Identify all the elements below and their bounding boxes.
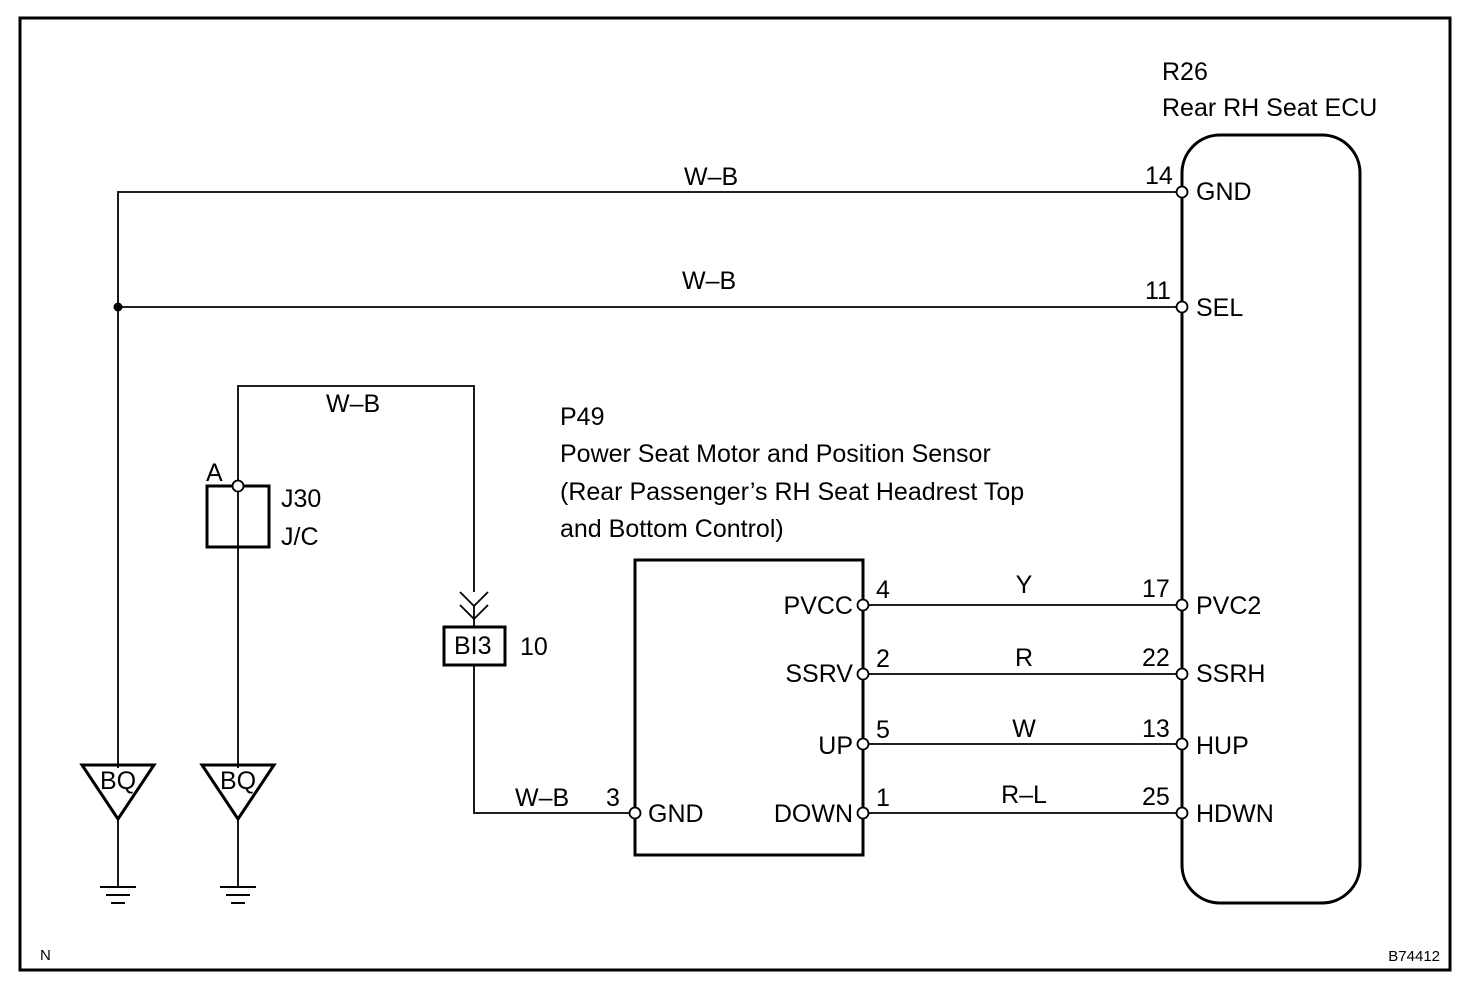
sensor-name-line1: Power Seat Motor and Position Sensor: [560, 440, 991, 468]
sensor-terminal-ssrv: [856, 667, 870, 681]
ecu-pin-hdwn-num: 25: [1142, 783, 1170, 811]
connector-code: BI3: [454, 632, 492, 660]
frame-corner-left: N: [40, 947, 51, 964]
wire-sel-color: W–B: [682, 267, 736, 295]
wire-down-color: R–L: [1001, 781, 1047, 809]
sensor-pin-pvcc-name: PVCC: [784, 592, 853, 620]
sensor-pin-down-name: DOWN: [774, 800, 853, 828]
sensor-terminal-gnd: [628, 806, 642, 820]
ecu-pin-hdwn-name: HDWN: [1196, 800, 1274, 828]
connector-pin: 10: [520, 633, 548, 661]
ecu-pin-gnd-name: GND: [1196, 178, 1252, 206]
ground-point-left-label: BQ: [100, 767, 136, 795]
wire-jc-loop: [237, 385, 475, 592]
wire-ssrv-color: R: [1015, 644, 1033, 672]
wire-gnd-top: [117, 191, 1177, 768]
ecu-terminal-hdwn: [1175, 806, 1189, 820]
sensor-terminal-down: [856, 806, 870, 820]
ecu-pin-gnd-num: 14: [1145, 162, 1173, 190]
ecu-terminal-hup: [1175, 737, 1189, 751]
ecu-pin-ssrh-name: SSRH: [1196, 660, 1265, 688]
splice-dot: [113, 302, 123, 312]
ecu-name: Rear RH Seat ECU: [1162, 94, 1377, 122]
connector-chevron-upper: [459, 591, 489, 608]
sensor-terminal-pvcc: [856, 598, 870, 612]
ecu-pin-ssrh-num: 22: [1142, 644, 1170, 672]
ecu-pin-pvc2-num: 17: [1142, 575, 1170, 603]
ground-point-middle-label: BQ: [220, 767, 256, 795]
sensor-terminal-up: [856, 737, 870, 751]
ecu-pin-pvc2-name: PVC2: [1196, 592, 1261, 620]
wire-sensor-gnd: [473, 665, 630, 814]
sensor-pin-up-name: UP: [818, 732, 853, 760]
ecu-box: [1180, 133, 1362, 905]
ecu-terminal-sel: [1175, 300, 1189, 314]
sensor-pin-gnd-name: GND: [648, 800, 704, 828]
ecu-code: R26: [1162, 58, 1208, 86]
junction-terminal-label: A: [206, 459, 223, 487]
ecu-pin-hup-num: 13: [1142, 715, 1170, 743]
sensor-pin-up-num: 5: [876, 716, 890, 744]
sensor-code: P49: [560, 403, 604, 431]
sensor-pin-gnd-num: 3: [606, 784, 620, 812]
ecu-pin-hup-name: HUP: [1196, 732, 1249, 760]
sensor-pin-ssrv-name: SSRV: [785, 660, 853, 688]
sensor-name-line3: and Bottom Control): [560, 515, 784, 543]
wire-jc-loop-color: W–B: [326, 390, 380, 418]
sensor-name-line2: (Rear Passenger’s RH Seat Headrest Top: [560, 478, 1024, 506]
sensor-box: [633, 558, 865, 857]
frame-corner-right: B74412: [1388, 948, 1440, 965]
ecu-pin-sel-name: SEL: [1196, 294, 1243, 322]
wire-gnd-top-color: W–B: [684, 163, 738, 191]
wire-sensor-gnd-color: W–B: [515, 784, 569, 812]
ground-point-left-triangle: [79, 763, 157, 822]
junction-type: J/C: [281, 523, 319, 551]
ecu-terminal-ssrh: [1175, 667, 1189, 681]
sensor-pin-pvcc-num: 4: [876, 576, 890, 604]
ecu-terminal-gnd: [1175, 185, 1189, 199]
junction-terminal: [231, 479, 245, 493]
junction-code: J30: [281, 485, 321, 513]
sensor-pin-ssrv-num: 2: [876, 645, 890, 673]
ground-point-middle-triangle: [199, 763, 277, 822]
diagram-frame: [18, 16, 1452, 972]
wire-up-color: W: [1012, 715, 1036, 743]
wire-pvcc-color: Y: [1016, 571, 1033, 599]
sensor-pin-down-num: 1: [876, 784, 890, 812]
ecu-terminal-pvc2: [1175, 598, 1189, 612]
ecu-pin-sel-num: 11: [1145, 277, 1171, 305]
